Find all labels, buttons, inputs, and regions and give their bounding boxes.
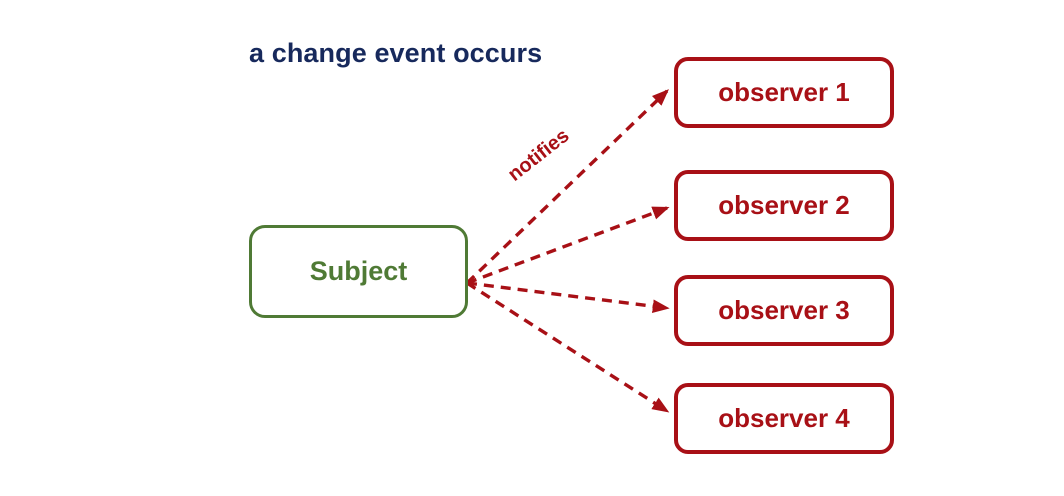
node-observer-4-label: observer 4 [718, 403, 850, 433]
node-observer-3-label: observer 3 [718, 295, 850, 325]
page-title: a change event occurs [249, 38, 543, 68]
node-observer-4[interactable]: observer 4 [674, 383, 894, 454]
node-observer-2[interactable]: observer 2 [674, 170, 894, 241]
node-subject[interactable]: Subject [249, 225, 468, 318]
node-observer-1-label: observer 1 [718, 77, 850, 107]
node-observer-3[interactable]: observer 3 [674, 275, 894, 346]
node-observer-1[interactable]: observer 1 [674, 57, 894, 128]
edge-label-notifies: notifies [503, 124, 574, 186]
notify-arrow-4 [466, 281, 670, 413]
node-subject-label: Subject [309, 256, 408, 286]
notify-arrow-3 [466, 281, 670, 313]
notify-arrow-2 [466, 206, 670, 285]
node-observer-2-label: observer 2 [718, 190, 850, 220]
notify-arrow-1 [465, 89, 669, 285]
